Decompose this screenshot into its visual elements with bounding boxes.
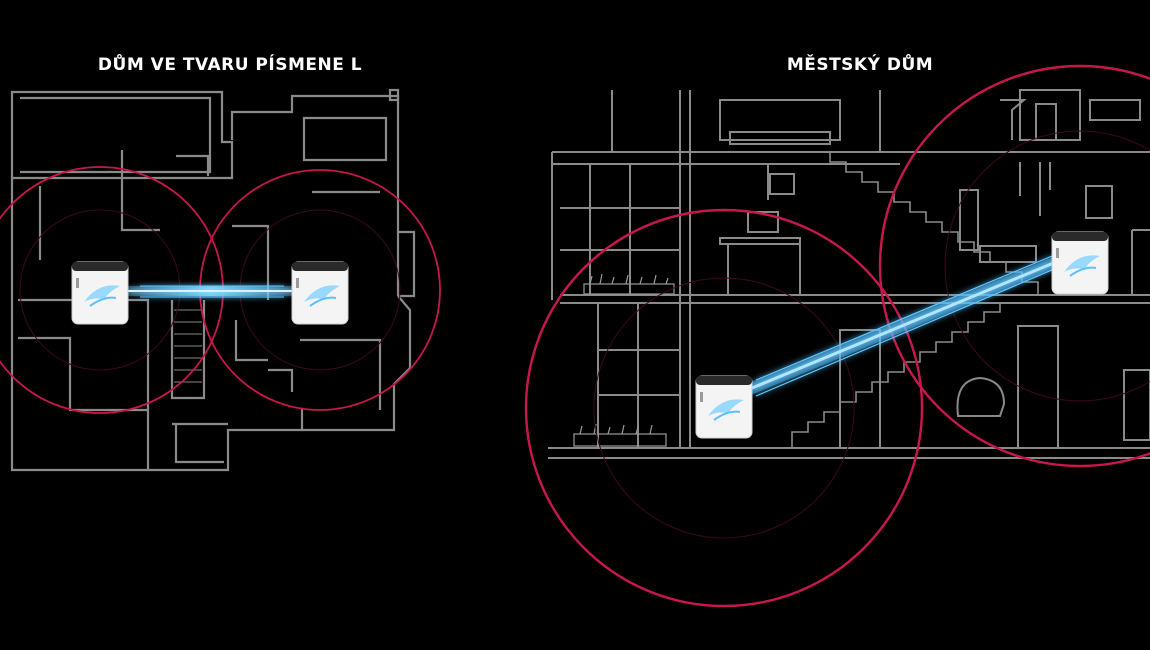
router-icon <box>1051 231 1109 295</box>
townhouse-stairs <box>791 152 1039 448</box>
coverage-circle-inner <box>944 130 1150 402</box>
coverage-circle <box>524 208 924 608</box>
router-icon <box>71 261 129 325</box>
l-shaped-house-floorplan <box>10 88 416 472</box>
stair-lines-left <box>174 309 202 383</box>
router-icon <box>291 261 349 325</box>
coverage-circle-inner <box>593 277 855 539</box>
wifi-link-beam <box>128 285 294 298</box>
townhouse-section <box>548 89 1150 459</box>
coverage-circle <box>878 64 1150 468</box>
wifi-link-beam <box>746 255 1062 397</box>
router-icon <box>695 375 753 439</box>
l-shaped-house-title: DŮM VE TVARU PÍSMENE L <box>97 55 363 75</box>
plant-boxes <box>573 273 675 447</box>
townhouse-title: MĚSTSKÝ DŮM <box>786 55 934 75</box>
